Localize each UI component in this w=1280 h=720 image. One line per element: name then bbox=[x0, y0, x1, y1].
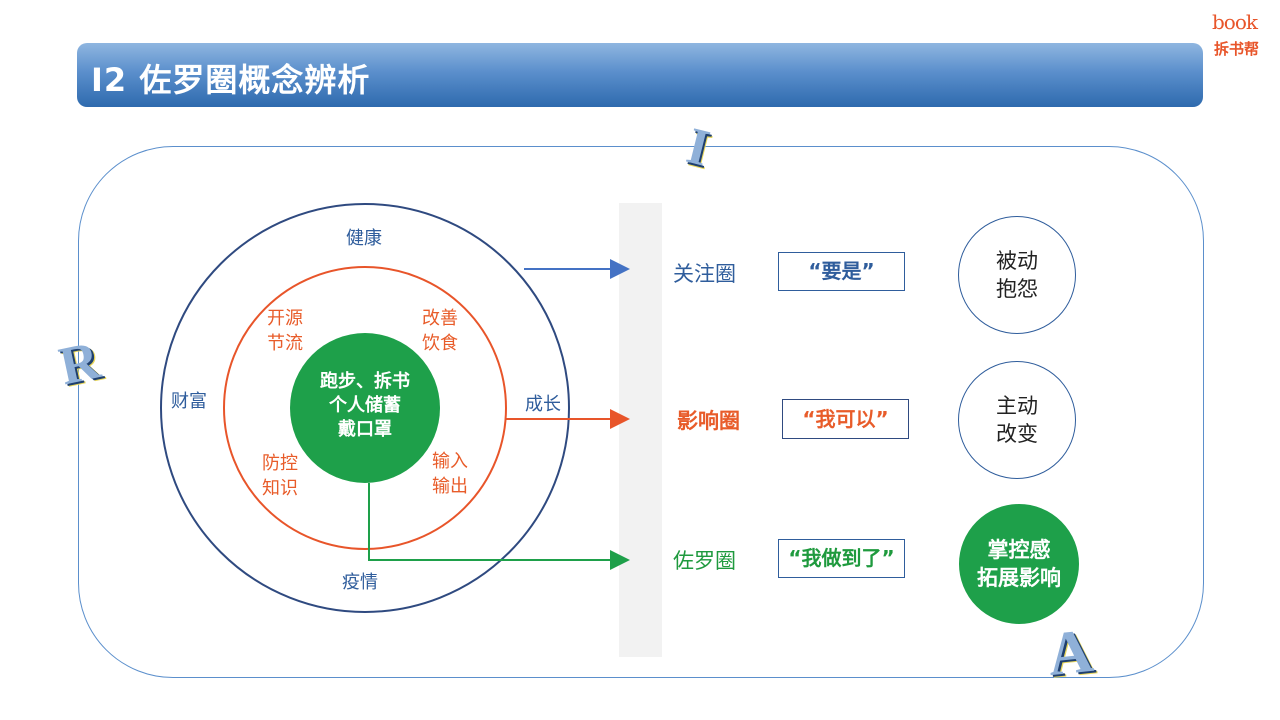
state-line: 改变 bbox=[996, 422, 1038, 446]
state-line: 被动 bbox=[996, 249, 1038, 273]
center-label: 跑步、拆书 个人储蓄 戴口罩 bbox=[305, 370, 425, 442]
inner-label-line: 改善 bbox=[422, 308, 458, 329]
letter-a: A bbox=[1044, 616, 1097, 690]
zorro-state-circle: 掌控感拓展影响 bbox=[959, 504, 1079, 624]
content-frame bbox=[78, 146, 1204, 678]
inner-label-line: 开源 bbox=[267, 308, 303, 329]
page-title: I2 佐罗圈概念辨析 bbox=[91, 61, 371, 99]
center-label-line: 个人储蓄 bbox=[329, 395, 401, 416]
outer-label-right: 成长 bbox=[525, 394, 561, 415]
state-line: 掌控感 bbox=[987, 538, 1051, 562]
outer-label-left: 财富 bbox=[171, 391, 207, 412]
concern-state-circle: 被动抱怨 bbox=[958, 216, 1076, 334]
logo-subtitle: 拆书帮 bbox=[1214, 40, 1260, 58]
state-line: 拓展影响 bbox=[977, 566, 1061, 590]
concern-quote-box: “要是” bbox=[778, 252, 905, 291]
inner-label-top-right: 改善 饮食 bbox=[422, 306, 458, 356]
concern-circle-name: 关注圈 bbox=[673, 262, 736, 286]
influence-quote-box: “我可以” bbox=[782, 399, 909, 439]
outer-ring bbox=[160, 203, 570, 613]
inner-label-line: 输出 bbox=[432, 476, 468, 497]
inner-ring bbox=[223, 266, 507, 550]
arrow-center-to-zorro bbox=[368, 483, 630, 570]
zorro-circle-name: 佐罗圈 bbox=[673, 549, 736, 573]
inner-label-line: 饮食 bbox=[422, 333, 458, 354]
influence-circle-name: 影响圈 bbox=[677, 409, 740, 433]
inner-label-top-left: 开源 节流 bbox=[267, 306, 303, 356]
state-line: 主动 bbox=[996, 394, 1038, 418]
logo: book 拆书帮 bbox=[1210, 8, 1272, 60]
inner-label-line: 防控 bbox=[262, 453, 298, 474]
center-circle bbox=[290, 333, 440, 483]
inner-label-bottom-right: 输入 输出 bbox=[432, 449, 468, 499]
outer-label-top: 健康 bbox=[346, 228, 382, 249]
state-line: 抱怨 bbox=[996, 277, 1038, 301]
logo-word: book bbox=[1212, 10, 1258, 34]
center-label-line: 戴口罩 bbox=[338, 419, 392, 440]
inner-label-line: 输入 bbox=[432, 451, 468, 472]
outer-label-bottom: 疫情 bbox=[342, 572, 378, 593]
inner-label-line: 知识 bbox=[262, 478, 298, 499]
influence-state-circle: 主动改变 bbox=[958, 361, 1076, 479]
separator-bar bbox=[619, 203, 662, 657]
title-bar: I2 佐罗圈概念辨析 bbox=[77, 43, 1203, 107]
inner-label-line: 节流 bbox=[267, 333, 303, 354]
inner-label-bottom-left: 防控 知识 bbox=[262, 451, 298, 501]
center-label-line: 跑步、拆书 bbox=[320, 371, 410, 392]
zorro-quote-box: “我做到了” bbox=[778, 539, 905, 578]
